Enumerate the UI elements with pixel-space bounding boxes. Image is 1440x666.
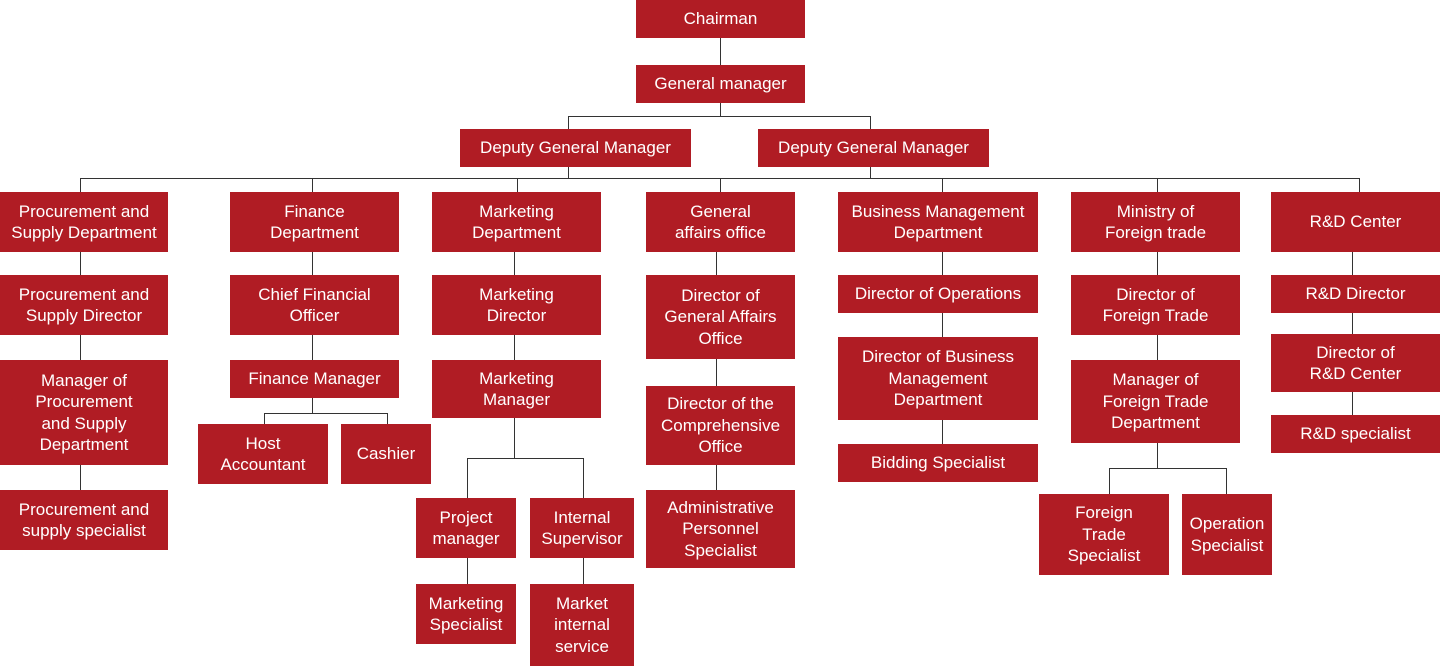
node-procurement-manager: Manager of Procurement and Supply Depart…	[0, 360, 168, 465]
node-rd-specialist: R&D specialist	[1271, 415, 1440, 453]
node-deputy-gm-2: Deputy General Manager	[758, 129, 989, 167]
node-director-comprehensive: Director of the Comprehensive Office	[646, 386, 795, 465]
node-general-manager: General manager	[636, 65, 805, 103]
node-deputy-gm-1: Deputy General Manager	[460, 129, 691, 167]
node-marketing-director: Marketing Director	[432, 275, 601, 335]
node-marketing-dept: Marketing Department	[432, 192, 601, 252]
node-director-operations: Director of Operations	[838, 275, 1038, 313]
node-director-general-affairs: Director of General Affairs Office	[646, 275, 795, 359]
node-operation-specialist: Operation Specialist	[1182, 494, 1272, 575]
node-manager-foreign-trade: Manager of Foreign Trade Department	[1071, 360, 1240, 443]
node-procurement-dept: Procurement and Supply Department	[0, 192, 168, 252]
node-ministry-foreign-trade: Ministry of Foreign trade	[1071, 192, 1240, 252]
node-cashier: Cashier	[341, 424, 431, 484]
node-director-business-mgmt: Director of Business Management Departme…	[838, 337, 1038, 420]
node-chairman: Chairman	[636, 0, 805, 38]
node-procurement-specialist: Procurement and supply specialist	[0, 490, 168, 550]
node-admin-personnel-specialist: Administrative Personnel Specialist	[646, 490, 795, 568]
node-bidding-specialist: Bidding Specialist	[838, 444, 1038, 482]
node-director-rd-center: Director of R&D Center	[1271, 334, 1440, 392]
node-rd-director: R&D Director	[1271, 275, 1440, 313]
node-general-affairs-office: General affairs office	[646, 192, 795, 252]
node-procurement-director: Procurement and Supply Director	[0, 275, 168, 335]
node-finance-manager: Finance Manager	[230, 360, 399, 398]
node-market-internal-service: Market internal service	[530, 584, 634, 666]
node-project-manager: Project manager	[416, 498, 516, 558]
node-business-mgmt-dept: Business Management Department	[838, 192, 1038, 252]
node-director-foreign-trade: Director of Foreign Trade	[1071, 275, 1240, 335]
node-rd-center: R&D Center	[1271, 192, 1440, 252]
node-host-accountant: Host Accountant	[198, 424, 328, 484]
node-marketing-manager: Marketing Manager	[432, 360, 601, 418]
node-foreign-trade-specialist: Foreign Trade Specialist	[1039, 494, 1169, 575]
node-finance-dept: Finance Department	[230, 192, 399, 252]
node-marketing-specialist: Marketing Specialist	[416, 584, 516, 644]
node-cfo: Chief Financial Officer	[230, 275, 399, 335]
node-internal-supervisor: Internal Supervisor	[530, 498, 634, 558]
